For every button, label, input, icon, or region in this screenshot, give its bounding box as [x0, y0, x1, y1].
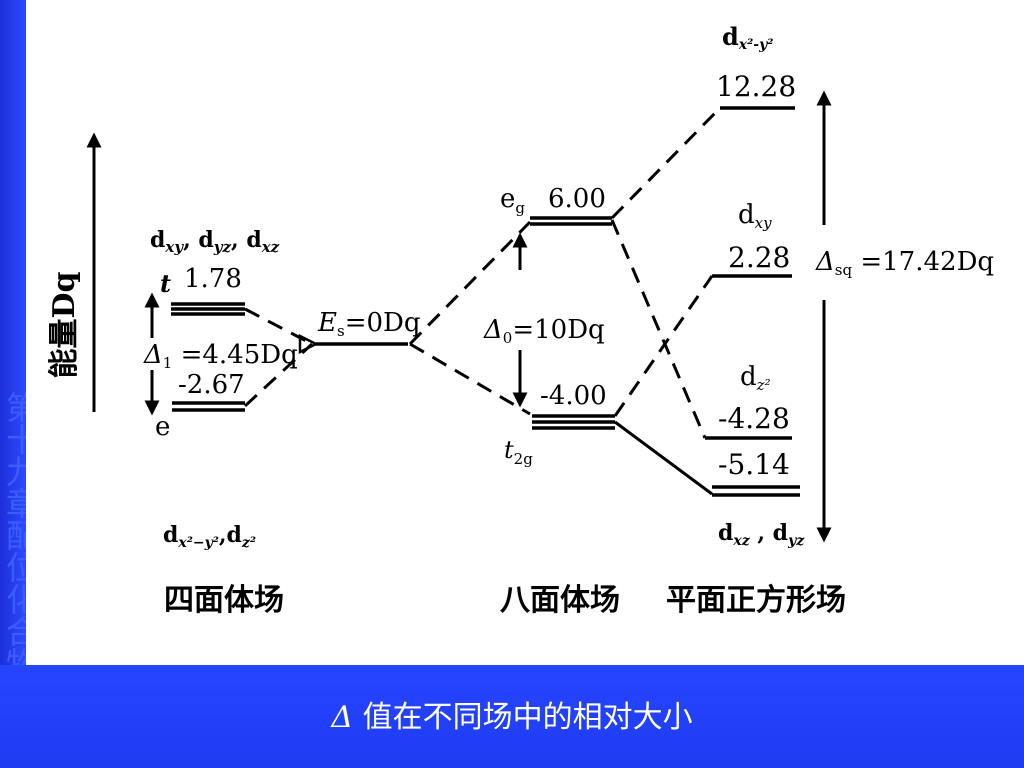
tetra-delta-label: Δ1 =4.45Dq: [143, 340, 298, 372]
oct-t2g-value: -4.00: [540, 381, 607, 411]
sq-dx2y2-label: dx²-y²: [722, 22, 773, 53]
sq-dxz-connector: [614, 420, 713, 496]
sq-dxy-connector: [613, 275, 714, 417]
sq-dxz-value: -5.14: [718, 448, 790, 481]
oct-eg-connector: [408, 220, 532, 346]
sq-dz2-value: -4.28: [718, 402, 790, 435]
oct-field-name: 八面体场: [500, 583, 620, 618]
tetra-converge-marker: [298, 333, 319, 355]
oct-t2g-connector: [409, 342, 531, 416]
sq-dz2-connector: [610, 219, 707, 439]
tetra-t-symbol: t: [160, 269, 171, 298]
sq-field-name: 平面正方形场: [666, 583, 846, 618]
tetra-t-connector: [244, 307, 313, 346]
oct-eg-value: 6.00: [548, 184, 606, 214]
oct-delta-label: Δ0=10Dq: [483, 315, 605, 347]
tetra-t-value: 1.78: [184, 264, 242, 294]
caption-text: 值在不同场中的相对大小: [353, 700, 693, 735]
tetra-e-symbol: e: [155, 412, 170, 442]
oct-t2g-symbol: t2g: [504, 436, 533, 468]
caption-delta-symbol: Δ: [331, 700, 354, 735]
sq-dz2-label: dz²: [740, 362, 771, 394]
sq-dxy-value: 2.28: [728, 241, 790, 274]
oct-eg-symbol: eg: [500, 184, 525, 217]
sq-dxy-label: dxy: [738, 200, 772, 232]
footer-bar: [0, 665, 1024, 768]
tetra-t-orbitals-label: dxy, dyz, dxz: [150, 227, 280, 256]
tetra-e-orbitals-label: dx²−y²,dz²: [163, 522, 256, 551]
energy-axis-label: 能量Dq: [47, 271, 82, 378]
sq-delta-label: Δsq =17.42Dq: [815, 247, 994, 279]
left-sidebar-strip: [0, 0, 26, 768]
slide-caption: Δ 值在不同场中的相对大小: [0, 692, 1024, 736]
free-ion-label: Es=0Dq: [317, 308, 421, 340]
sq-dx2y2-value: 12.28: [716, 70, 796, 103]
diagram-panel: [26, 0, 1024, 665]
tetra-e-connector: [243, 342, 314, 408]
tetra-field-name: 四面体场: [164, 583, 284, 618]
sq-dx2y2-connector: [610, 106, 722, 220]
sq-dxz-label: dxz , dyz: [718, 520, 805, 549]
tetra-e-value: -2.67: [178, 370, 245, 400]
